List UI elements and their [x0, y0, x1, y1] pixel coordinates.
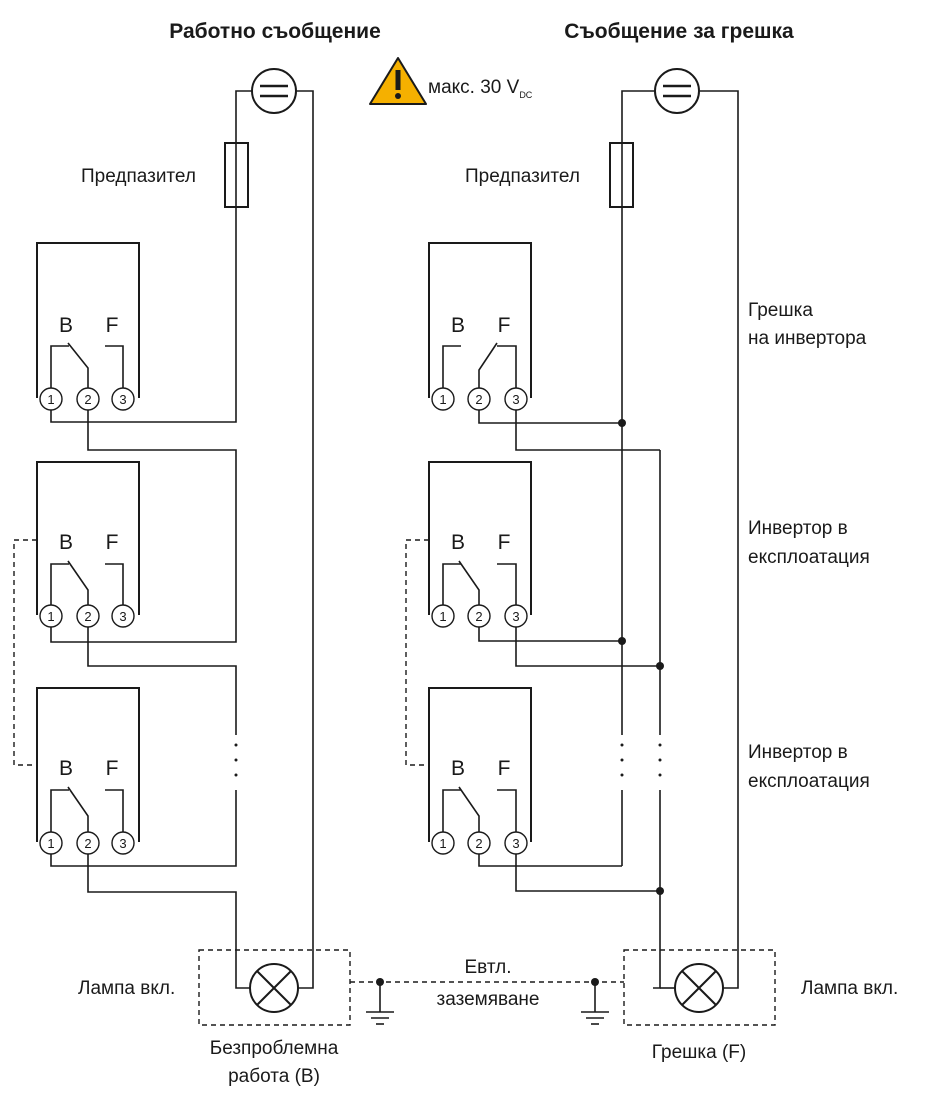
svg-text:B: B [451, 531, 465, 554]
lamp-left-label: Лампа вкл. [78, 978, 175, 999]
wire-left-return [296, 90, 314, 989]
lamp-right-icon [674, 963, 724, 1013]
wire-left-source-fuse [235, 90, 252, 143]
ground-right-icon [581, 982, 609, 1025]
svg-text:2: 2 [475, 609, 482, 624]
dc-source-left-icon [251, 68, 297, 114]
junction-r1 [618, 419, 626, 427]
lamp-right-enclosure [623, 949, 776, 1026]
svg-text:B: B [59, 531, 73, 554]
inverter-op2-line2: експлоатация [748, 771, 870, 792]
svg-text:3: 3 [119, 609, 126, 624]
wire-right-r2-t2 [478, 627, 622, 642]
title-right: Съобщение за грешка [564, 20, 794, 43]
junction-r2-a [618, 637, 626, 645]
relay-left-3: B F 1 2 3 [36, 687, 140, 855]
lamp-left-enclosure [198, 949, 351, 1026]
wire-left-to-lamp [87, 854, 237, 965]
continuation-dots-right [620, 743, 662, 777]
svg-text:2: 2 [84, 392, 91, 407]
wire-right-return [699, 90, 739, 989]
svg-text:2: 2 [84, 836, 91, 851]
wire-left-lamp-in [235, 965, 250, 989]
svg-text:1: 1 [47, 392, 54, 407]
grounding-label-line2: заземяване [437, 989, 540, 1010]
relay-left-2: B F 1 2 3 [36, 461, 140, 628]
svg-text:F: F [498, 757, 511, 780]
svg-text:B: B [59, 314, 73, 337]
fault-label: Грешка (F) [652, 1042, 746, 1063]
ok-label-line1: Безпроблемна [210, 1038, 339, 1059]
wire-right-r1-t2 [478, 410, 622, 424]
link-left-dashed [13, 539, 37, 766]
svg-text:1: 1 [47, 836, 54, 851]
ground-left-icon [366, 982, 394, 1025]
continuation-dots-left [234, 743, 238, 777]
grounding-label-line1: Евтл. [465, 957, 512, 978]
wire-right-source-fuse [621, 90, 655, 143]
relay-left-1: B F 1 2 3 [36, 242, 140, 411]
svg-text:3: 3 [512, 392, 519, 407]
svg-text:3: 3 [512, 609, 519, 624]
lamp-left-icon [249, 963, 299, 1013]
wire-left-relay1-relay2 [50, 410, 237, 643]
svg-text:F: F [498, 314, 511, 337]
svg-text:F: F [498, 531, 511, 554]
max-voltage-label: макс. 30 VDC [428, 77, 533, 100]
svg-text:F: F [106, 757, 119, 780]
svg-text:1: 1 [47, 609, 54, 624]
junction-r3 [656, 887, 664, 895]
inverter-op1-line1: Инвертор в [748, 518, 848, 539]
svg-text:3: 3 [512, 836, 519, 851]
svg-text:2: 2 [84, 609, 91, 624]
dc-source-right-icon [654, 68, 700, 114]
inverter-op2-line1: Инвертор в [748, 742, 848, 763]
svg-text:B: B [451, 757, 465, 780]
wire-right-r3-t2 [478, 854, 622, 867]
svg-text:F: F [106, 531, 119, 554]
svg-text:2: 2 [475, 392, 482, 407]
link-right-dashed [405, 539, 429, 766]
wire-left-fuse-relay1 [50, 207, 237, 423]
ok-label-line2: работа (B) [228, 1066, 320, 1087]
title-left: Работно съобщение [169, 20, 381, 43]
svg-text:1: 1 [439, 836, 446, 851]
wire-left-relay2-relay3 [87, 627, 237, 735]
svg-text:2: 2 [475, 836, 482, 851]
junction-r2-b [656, 662, 664, 670]
inverter-fault-line2: на инвертора [748, 328, 867, 349]
wire-right-r3-t3 [515, 854, 660, 892]
wire-right-r2-t3 [515, 627, 660, 667]
relay-right-1: B F 1 2 3 [428, 242, 532, 411]
relay-right-3: B F 1 2 3 [428, 687, 532, 855]
svg-text:1: 1 [439, 392, 446, 407]
lamp-right-label: Лампа вкл. [801, 978, 898, 999]
warning-triangle-icon [369, 57, 427, 105]
svg-text:1: 1 [439, 609, 446, 624]
fuse-right-label: Предпазител [465, 166, 580, 187]
svg-text:B: B [59, 757, 73, 780]
svg-text:F: F [106, 314, 119, 337]
inverter-fault-line1: Грешка [748, 300, 813, 321]
svg-text:3: 3 [119, 392, 126, 407]
svg-text:3: 3 [119, 836, 126, 851]
fuse-left-label: Предпазител [81, 166, 196, 187]
inverter-op1-line2: експлоатация [748, 547, 870, 568]
wire-right-r1-t3 [515, 410, 660, 451]
wire-left-relay3-in [50, 790, 237, 867]
relay-right-2: B F 1 2 3 [428, 461, 532, 628]
svg-text:B: B [451, 314, 465, 337]
